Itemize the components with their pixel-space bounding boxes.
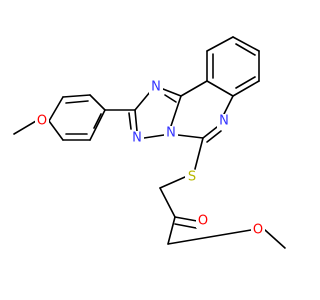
halo bbox=[217, 114, 231, 128]
atom-sulfur: S bbox=[188, 170, 196, 185]
bond-benzo-inner bbox=[235, 76, 256, 89]
bond-triazole bbox=[162, 88, 182, 97]
bond-triazole-double bbox=[128, 112, 132, 130]
bond-phenyl bbox=[89, 109, 106, 141]
bond-co-o bbox=[167, 216, 176, 245]
bond-o-methyl bbox=[167, 229, 252, 245]
molecule-drawing: N N N N S O O O bbox=[13, 36, 286, 249]
bond-c-o bbox=[174, 216, 198, 222]
bond-triazole-double bbox=[164, 94, 177, 103]
halo bbox=[149, 80, 163, 94]
bond-pyrimidine bbox=[202, 126, 218, 139]
halo bbox=[185, 170, 199, 184]
bond-pyrimidine bbox=[170, 95, 182, 127]
bond-pyrimidine bbox=[223, 95, 234, 115]
bond-phenyl-inner bbox=[65, 100, 89, 104]
atom-o-methoxy: O bbox=[37, 114, 47, 129]
bond-phenyl bbox=[89, 94, 106, 111]
atom-n-triazole-top: N bbox=[151, 80, 161, 95]
atom-labels: N N N N S O O O bbox=[35, 80, 265, 238]
bond-pyrimidine bbox=[180, 80, 208, 97]
bond-benzo bbox=[206, 80, 234, 97]
atom-n-quinazoline: N bbox=[219, 114, 229, 129]
bond-s-ch2 bbox=[159, 176, 186, 189]
bond-pyrimidine bbox=[177, 134, 204, 139]
atom-n-triazole-bottom: N bbox=[132, 131, 142, 146]
atom-o-carbonyl: O bbox=[198, 214, 208, 229]
bond-benzo bbox=[232, 36, 260, 52]
halo bbox=[35, 114, 49, 128]
bond-c-s bbox=[194, 137, 204, 170]
bond-pyrimidine-double bbox=[206, 130, 222, 143]
bond-phenyl bbox=[48, 120, 64, 141]
bond-phenyl-inner bbox=[93, 113, 102, 129]
bond-methyl bbox=[264, 229, 286, 249]
bond-triazole bbox=[134, 91, 151, 111]
bonds bbox=[13, 36, 286, 249]
bond-ch2-co bbox=[159, 187, 176, 218]
bond-benzo bbox=[232, 80, 260, 97]
bond-phenyl bbox=[48, 96, 64, 122]
molecule-structure: N N N N S O O O bbox=[13, 36, 286, 249]
halo bbox=[130, 131, 144, 145]
bond-phenyl bbox=[62, 94, 91, 98]
bond-benzo-inner bbox=[235, 43, 256, 56]
atom-n-bridgehead: N bbox=[166, 126, 176, 141]
bond-triazole bbox=[143, 134, 165, 139]
halo bbox=[196, 214, 210, 228]
halo bbox=[164, 126, 178, 140]
bond-methoxy bbox=[13, 120, 37, 135]
halo bbox=[251, 223, 265, 237]
bond-benzo bbox=[206, 36, 234, 52]
atom-o-ester: O bbox=[253, 223, 263, 238]
bond-c-o-double bbox=[174, 223, 197, 229]
bond-triazole bbox=[134, 109, 138, 132]
